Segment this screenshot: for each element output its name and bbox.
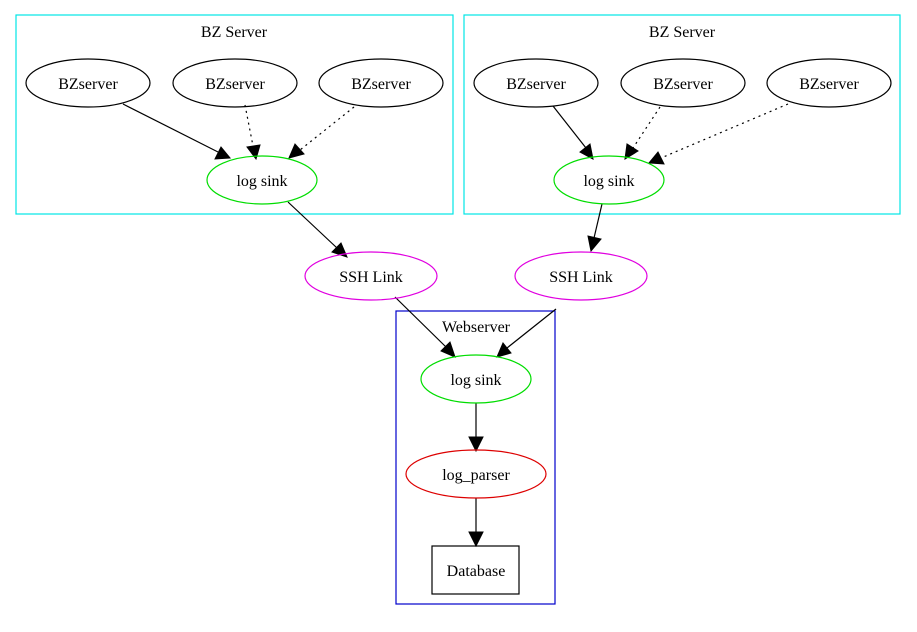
cluster-webserver-border [395, 310, 556, 605]
arrowhead [440, 341, 456, 358]
node-bz-right-3-label: BZserver [799, 76, 859, 93]
node-bz-right-1-label: BZserver [506, 76, 566, 93]
node-log-parser: log_parser [405, 449, 547, 499]
node-bz-right-3: BZserver [766, 58, 892, 108]
cluster-webserver: Webserver [395, 310, 556, 605]
node-bz-left-1: BZserver [25, 58, 151, 108]
arrowhead [288, 143, 305, 159]
node-sink-right-shape [553, 155, 665, 205]
arrowhead [587, 235, 602, 253]
node-sink-left-label: log sink [236, 173, 287, 190]
arrowhead [496, 342, 512, 358]
node-ssh-left: SSH Link [304, 251, 438, 301]
cluster-bz-server-right-border [463, 14, 901, 215]
node-ssh-right-label: SSH Link [549, 269, 613, 286]
node-sink-right-label: log sink [583, 173, 634, 190]
node-ssh-right-shape [514, 251, 648, 301]
arrowhead [579, 143, 594, 160]
arrowhead [647, 151, 665, 165]
edge-ssh-left-to-sink-web [394, 296, 447, 348]
cluster-bz-server-left-border [15, 14, 454, 215]
edge-bz-right-1-to-sink-right [552, 105, 587, 149]
node-sink-web-label: log sink [450, 372, 501, 389]
cluster-webserver-title: Webserver [442, 319, 511, 336]
node-bz-left-1-label: BZserver [58, 76, 118, 93]
node-bz-left-1-shape [25, 58, 151, 108]
edge-sink-left-to-ssh-left [287, 201, 338, 249]
node-bz-left-3-label: BZserver [351, 76, 411, 93]
edge-bz-right-3-to-sink-right [660, 103, 789, 159]
node-sink-left: log sink [206, 155, 318, 205]
node-sink-left-shape [206, 155, 318, 205]
node-ssh-left-label: SSH Link [339, 269, 403, 286]
node-log-parser-label: log_parser [442, 467, 510, 484]
node-sink-web: log sink [420, 354, 532, 404]
node-bz-right-2-shape [620, 58, 746, 108]
node-bz-right-2-label: BZserver [653, 76, 713, 93]
node-bz-left-3: BZserver [318, 58, 444, 108]
node-bz-right-3-shape [766, 58, 892, 108]
arrowhead [468, 436, 484, 453]
node-ssh-right: SSH Link [514, 251, 648, 301]
cluster-bz-server-right-title: BZ Server [649, 24, 716, 41]
node-database: Database [431, 545, 520, 595]
edge-bz-left-2-to-sink-left [244, 104, 254, 147]
edges [122, 103, 789, 548]
node-bz-right-1: BZserver [473, 58, 599, 108]
node-sink-right: log sink [553, 155, 665, 205]
edge-ssh-right-to-sink-web [506, 308, 557, 349]
node-bz-right-2: BZserver [620, 58, 746, 108]
node-bz-right-1-shape [473, 58, 599, 108]
arrowhead [624, 143, 639, 160]
edge-sink-right-to-ssh-right [593, 203, 603, 239]
node-bz-left-2: BZserver [172, 58, 298, 108]
node-bz-left-3-shape [318, 58, 444, 108]
node-bz-left-2-shape [172, 58, 298, 108]
node-sink-web-shape [420, 354, 532, 404]
cluster-bz-server-right: BZ Server [463, 14, 901, 215]
edge-bz-left-1-to-sink-left [122, 103, 219, 153]
node-bz-left-2-label: BZserver [205, 76, 265, 93]
node-ssh-left-shape [304, 251, 438, 301]
cluster-bz-server-left: BZ Server [15, 14, 454, 215]
node-log-parser-shape [405, 449, 547, 499]
edge-bz-left-3-to-sink-left [299, 106, 355, 151]
edge-bz-right-2-to-sink-right [632, 106, 661, 149]
cluster-bz-server-left-title: BZ Server [201, 24, 268, 41]
arrowhead [214, 146, 232, 160]
node-database-label: Database [447, 563, 506, 580]
arrowhead [468, 531, 484, 548]
node-database-shape [431, 545, 520, 595]
